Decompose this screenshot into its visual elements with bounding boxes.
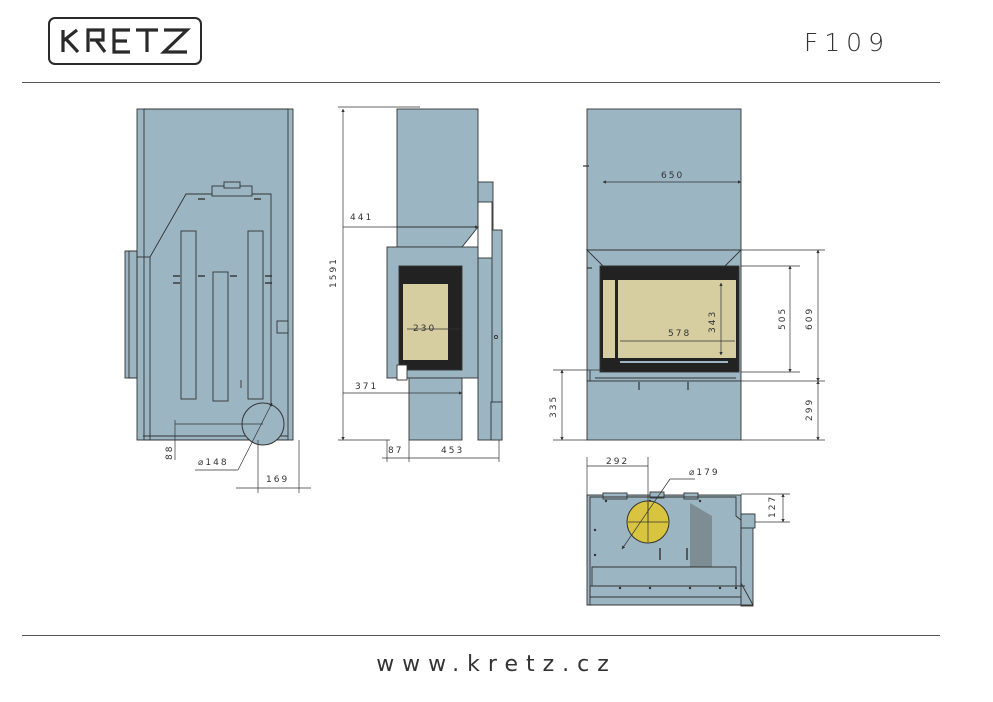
dim-front-glass-height: 343 <box>708 310 718 333</box>
dim-base-a: 87 <box>388 446 403 456</box>
dim-top-depth: 127 <box>768 495 778 518</box>
section-dimensions <box>338 106 500 462</box>
side-view-back <box>124 108 294 441</box>
website-url[interactable]: www.kretz.cz <box>376 652 617 677</box>
dim-side-flue-dist: 169 <box>266 475 289 485</box>
side-view-marks <box>173 198 272 284</box>
dim-side-flue-dia: ⌀148 <box>198 458 229 468</box>
section-view <box>386 108 503 441</box>
dim-base-b: 453 <box>441 446 464 456</box>
dim-front-glass-width: 578 <box>668 329 691 339</box>
dim-base-height: 335 <box>549 395 559 418</box>
dim-top-depth: 441 <box>350 213 373 223</box>
dim-side-glass-width: 230 <box>413 324 436 334</box>
dim-front-width: 650 <box>661 171 684 181</box>
front-view <box>585 108 743 441</box>
dim-bottom-depth: 371 <box>355 382 378 392</box>
dim-frame-height: 609 <box>805 307 815 330</box>
model-number: F109 <box>803 28 890 57</box>
front-dimensions <box>553 180 825 441</box>
side-dimensions <box>174 402 311 493</box>
dim-floor-height: 299 <box>805 398 815 421</box>
dim-total-height: 1591 <box>329 257 339 288</box>
top-view <box>586 491 756 607</box>
dim-top-flue-dia: ⌀179 <box>689 468 720 478</box>
top-dimensions <box>586 457 790 550</box>
header-rule <box>22 82 940 83</box>
dim-top-offset: 292 <box>606 457 629 467</box>
front-marks <box>583 165 689 390</box>
footer-rule <box>22 635 940 636</box>
dim-side-flue-offset: 88 <box>165 445 175 460</box>
dim-opening-height: 505 <box>778 307 788 330</box>
kretz-logo <box>48 17 202 65</box>
kretz-logo-mark <box>61 28 191 54</box>
